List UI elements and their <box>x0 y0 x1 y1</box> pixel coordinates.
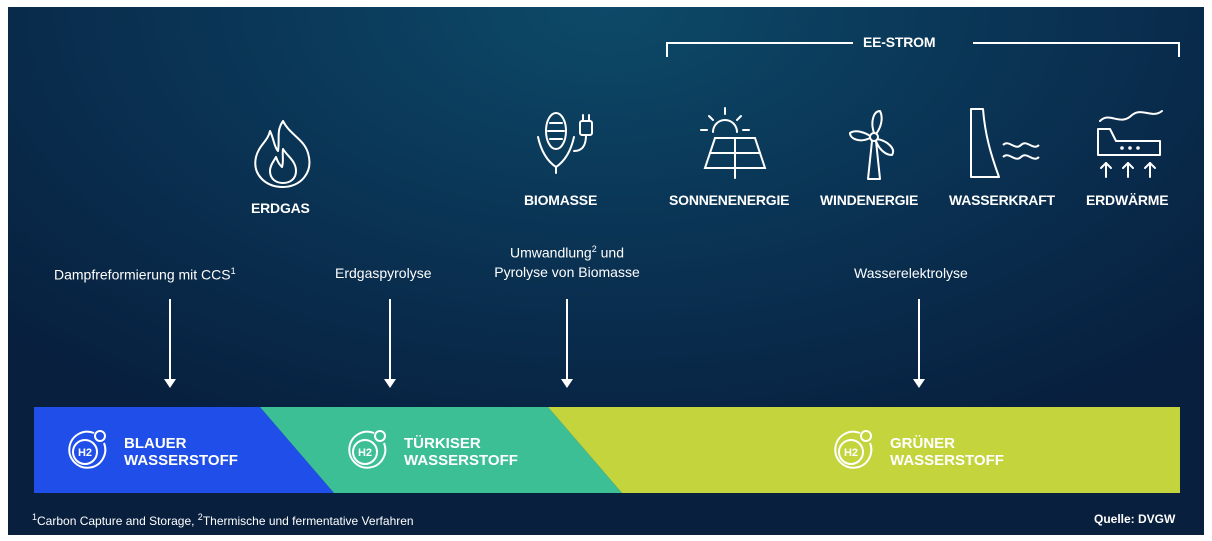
band-green <box>548 407 1180 493</box>
h2-icon-gruen: H2 <box>834 430 873 469</box>
footnote: 1Carbon Capture and Storage, 2Thermische… <box>32 512 414 528</box>
source-credit: Quelle: DVGW <box>1094 512 1176 526</box>
source-windenergie: WINDENERGIE <box>820 192 919 208</box>
h2-icon-tuerkis: H2 <box>348 430 387 469</box>
ee-strom-bracket <box>666 42 1180 57</box>
corn-plug-icon <box>537 112 593 174</box>
arrow-umwandlung <box>561 299 573 388</box>
source-sonnenenergie: SONNENENERGIE <box>669 192 790 208</box>
arrow-wasserelektrolyse <box>913 299 925 388</box>
process-dampfreformierung: Dampfreformierung mit CCS1 <box>54 266 236 283</box>
dam-icon <box>970 108 1040 178</box>
process-wasserelektrolyse: Wasserelektrolyse <box>854 265 968 281</box>
band-teal <box>260 407 622 493</box>
solar-panel-icon <box>700 107 767 179</box>
wind-turbine-icon <box>849 110 894 180</box>
flame-icon <box>254 120 311 188</box>
source-erdgas: ERDGAS <box>251 200 310 216</box>
source-erdwaerme: ERDWÄRME <box>1086 192 1169 208</box>
hydrogen-band <box>34 407 1180 493</box>
ee-strom-label: EE-STROM <box>863 34 936 50</box>
geothermal-icon <box>1097 110 1163 178</box>
arrow-dampfreformierung <box>164 299 176 388</box>
svg-text:H2: H2 <box>844 447 858 459</box>
svg-text:H2: H2 <box>78 447 92 459</box>
band-blue <box>34 407 334 493</box>
process-erdgaspyrolyse: Erdgaspyrolyse <box>335 265 432 281</box>
diagram-panel: EE-STROM <box>8 7 1204 535</box>
source-biomasse: BIOMASSE <box>524 192 598 208</box>
source-wasserkraft: WASSERKRAFT <box>949 192 1055 208</box>
h2-icon-blau: H2 <box>68 430 107 469</box>
process-umwandlung: Umwandlung2 und Pyrolyse von Biomasse <box>494 244 640 280</box>
arrow-erdgaspyrolyse <box>384 299 396 388</box>
svg-text:H2: H2 <box>358 447 372 459</box>
